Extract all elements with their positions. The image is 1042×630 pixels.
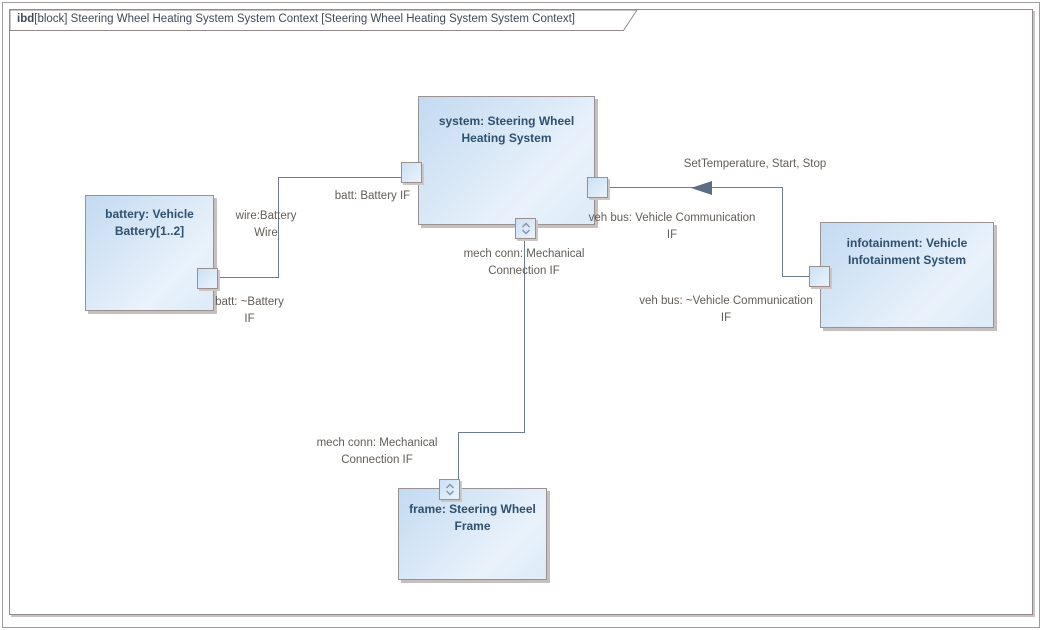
connector-mech-seg-v1[interactable] xyxy=(524,237,525,433)
port-infotainment-vehbus[interactable] xyxy=(809,266,830,287)
label-line: batt: Battery IF xyxy=(334,190,411,202)
item-flow-label-settemperature[interactable]: SetTemperature, Start, Stop xyxy=(655,156,855,173)
label-line: mech conn: Mechanical xyxy=(463,248,585,260)
diagram-title-text: [block] Steering Wheel Heating System Sy… xyxy=(34,13,575,25)
label-line: IF xyxy=(244,313,255,325)
port-system-batt[interactable] xyxy=(401,162,422,183)
diagram-frame-tab: ibd[block] Steering Wheel Heating System… xyxy=(10,10,650,31)
block-system-title-line1: system: Steering Wheel xyxy=(438,114,575,128)
diagram-title: ibd[block] Steering Wheel Heating System… xyxy=(17,13,575,25)
label-line: IF xyxy=(666,229,678,241)
label-line: wire:Battery xyxy=(235,210,297,222)
connector-vehbus-seg-h2[interactable] xyxy=(782,276,810,277)
block-frame-title: frame: Steering Wheel Frame xyxy=(399,501,546,535)
connector-battery-wire-seg-v[interactable] xyxy=(278,177,279,278)
port-system-vehbus[interactable] xyxy=(587,177,608,198)
diagram-kind-keyword: ibd xyxy=(17,13,35,25)
connector-mech-seg-h[interactable] xyxy=(458,432,525,433)
block-infotainment-title: infotainment: Vehicle Infotainment Syste… xyxy=(821,235,993,269)
port-system-mechconn[interactable] xyxy=(515,218,536,239)
port-battery-batt[interactable] xyxy=(197,268,218,289)
label-line: mech conn: Mechanical xyxy=(316,437,438,449)
label-line: Wire xyxy=(254,227,278,239)
label-line: SetTemperature, Start, Stop xyxy=(683,158,827,170)
connector-label-wire-battery-wire[interactable]: wire:Battery Wire xyxy=(221,208,311,242)
port-label-batt-tilde-battery-if[interactable]: batt: ~Battery IF xyxy=(202,294,297,328)
label-line: Connection IF xyxy=(341,454,413,466)
block-infotainment-title-line1: infotainment: Vehicle xyxy=(846,236,968,250)
label-line: veh bus: Vehicle Communication xyxy=(588,212,756,224)
label-line: veh bus: ~Vehicle Communication xyxy=(639,295,813,307)
port-frame-mechconn[interactable] xyxy=(439,479,460,500)
block-system-title-line2: Heating System xyxy=(461,131,552,145)
flow-direction-icon xyxy=(445,483,454,496)
block-battery-title: battery: Vehicle Battery[1..2] xyxy=(86,206,213,240)
block-frame[interactable]: frame: Steering Wheel Frame xyxy=(398,488,547,580)
connector-battery-wire-seg-h2[interactable] xyxy=(278,177,402,178)
block-battery-title-line2: Battery[1..2] xyxy=(114,224,185,238)
block-battery-title-line1: battery: Vehicle xyxy=(105,207,194,221)
port-label-vehbus-if[interactable]: veh bus: Vehicle Communication IF xyxy=(576,210,768,244)
connector-mech-seg-v2[interactable] xyxy=(458,432,459,481)
block-frame-title-line1: frame: Steering Wheel xyxy=(409,502,536,516)
block-system[interactable]: system: Steering Wheel Heating System xyxy=(418,96,595,225)
port-label-vehbus-tilde-if[interactable]: veh bus: ~Vehicle Communication IF xyxy=(618,293,834,327)
label-line: batt: ~Battery xyxy=(215,296,284,308)
flow-direction-icon xyxy=(521,222,530,235)
connector-battery-wire-seg-h1[interactable] xyxy=(213,277,279,278)
label-line: Connection IF xyxy=(488,265,560,277)
port-label-mechconn-lower[interactable]: mech conn: Mechanical Connection IF xyxy=(307,435,447,469)
block-frame-title-line2: Frame xyxy=(454,519,491,533)
block-battery[interactable]: battery: Vehicle Battery[1..2] xyxy=(85,195,214,311)
block-system-title: system: Steering Wheel Heating System xyxy=(419,113,594,147)
label-line: IF xyxy=(720,312,732,324)
item-flow-arrow-icon xyxy=(691,181,712,195)
connector-vehbus-seg-v[interactable] xyxy=(782,187,783,277)
port-label-mechconn-upper[interactable]: mech conn: Mechanical Connection IF xyxy=(454,246,594,280)
frame-tab-shape xyxy=(10,10,638,31)
block-infotainment[interactable]: infotainment: Vehicle Infotainment Syste… xyxy=(820,222,994,328)
diagram-frame: ibd[block] Steering Wheel Heating System… xyxy=(9,9,1033,615)
port-label-batt-battery-if[interactable]: batt: Battery IF xyxy=(310,188,435,205)
block-infotainment-title-line2: Infotainment System xyxy=(847,253,967,267)
